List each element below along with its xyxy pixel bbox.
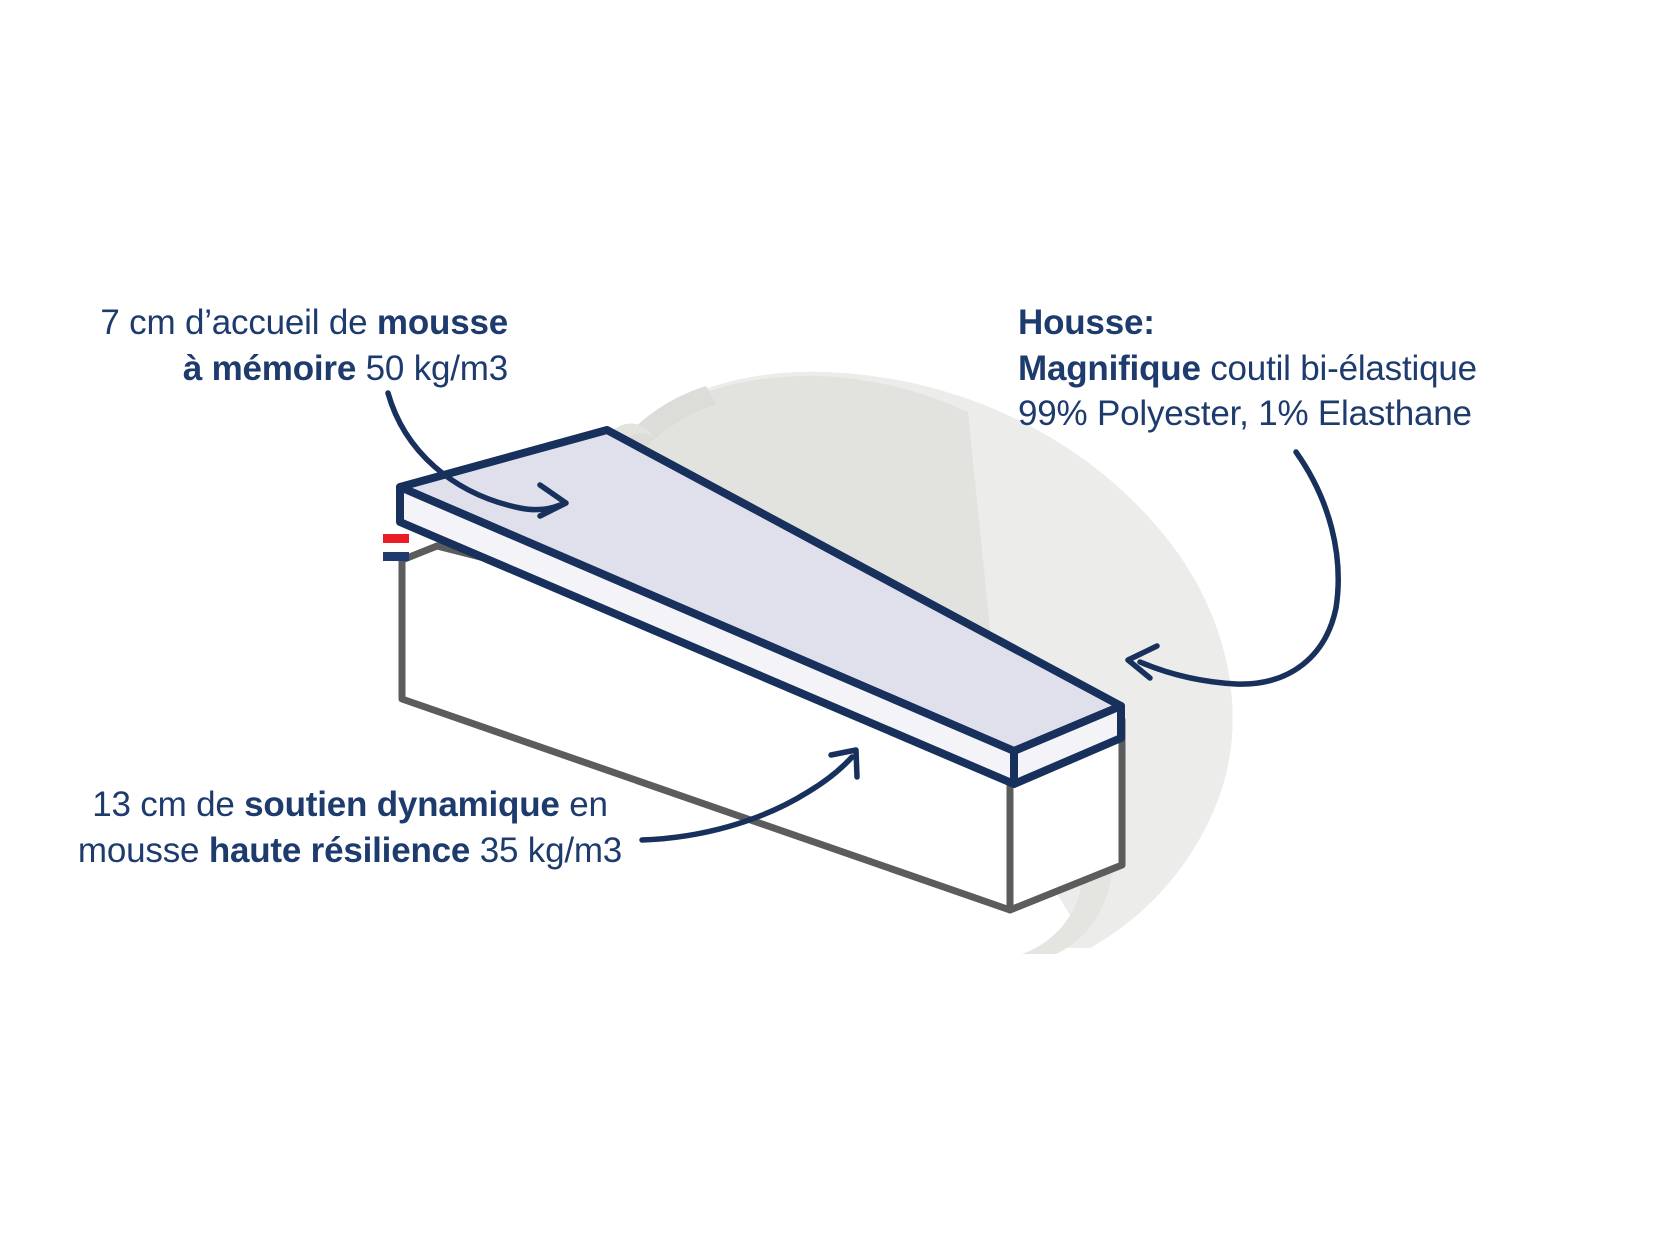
callout-memory-line-1: 7 cm d’accueil de mousse [100,303,508,342]
memory-foam-right-face [1010,702,1125,788]
arrow-memory-foam [385,390,569,519]
callout-memory-line-2: à mémoire 50 kg/m3 [182,348,508,388]
callout-cover: Housse: Magnifique coutil bi-élastique 9… [1018,300,1558,437]
callout-support-foam: 13 cm de soutien dynamique en mousse hau… [30,782,670,873]
callout-cover-line-2: 99% Polyester, 1% Elasthane [1018,394,1472,433]
support-front-fill [433,555,1028,914]
callout-support-line-2: mousse haute résilience 35 kg/m3 [77,830,623,870]
flag-stripe-white [383,543,409,552]
arrow-cover [1125,449,1341,687]
callout-memory-foam: 7 cm d’accueil de mousse à mémoire 50 kg… [38,300,508,391]
callout-cover-line-1: Magnifique coutil bi-élastique [1018,348,1477,388]
callout-support-line-1: 13 cm de soutien dynamique en [92,785,608,824]
arrow-support-foam [639,747,860,843]
french-flag-icon [383,534,409,561]
flag-stripe-blue [383,552,409,561]
flag-stripe-red [383,534,409,543]
memory-foam-layer [396,426,1125,788]
callout-cover-heading: Housse: [1018,303,1155,342]
